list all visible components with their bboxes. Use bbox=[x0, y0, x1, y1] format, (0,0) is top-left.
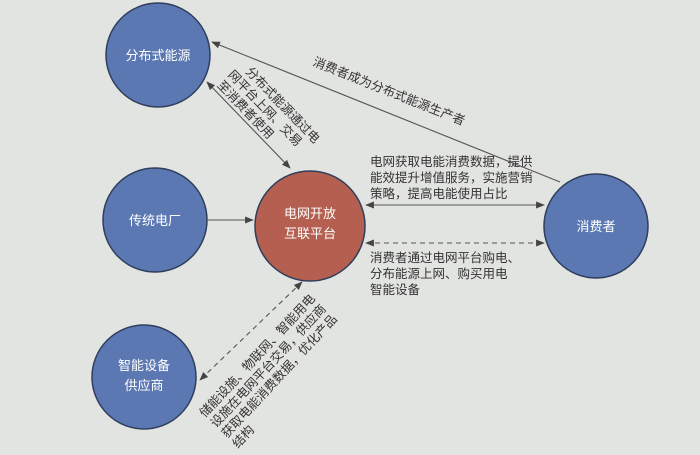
node-distributed-energy: 分布式能源 bbox=[105, 2, 211, 108]
annotation-line: 策略，提高电能使用占比 bbox=[370, 186, 508, 201]
edge-platform-supplier bbox=[199, 281, 303, 381]
node-smart-device-supplier: 智能设备 供应商 bbox=[91, 324, 197, 430]
annotation-line: 分布能源上网、购买用电 bbox=[370, 266, 508, 281]
annotation-line: 设施在电网平台交易，供应商 bbox=[207, 301, 329, 430]
node-label: 分布式能源 bbox=[125, 49, 190, 64]
node-label: 智能设备 bbox=[118, 358, 170, 374]
node-label: 电网开放 bbox=[284, 207, 336, 222]
node-label: 互联平台 bbox=[284, 227, 336, 242]
node-consumer: 消费者 bbox=[543, 173, 649, 279]
label-platform-supplier: 储能设施、物联网、智能用电 设施在电网平台交易，供应商 获取电能消费数据，优化产… bbox=[196, 291, 340, 451]
annotation-line: 电网获取电能消费数据，提供 bbox=[370, 154, 533, 169]
node-platform: 电网开放 互联平台 bbox=[254, 170, 366, 282]
node-label: 供应商 bbox=[124, 378, 163, 394]
node-label: 消费者 bbox=[576, 220, 615, 235]
node-traditional-plant: 传统电厂 bbox=[102, 167, 208, 273]
label-platform-consumer-dashed: 消费者通过电网平台购电、 分布能源上网、购买用电 智能设备 bbox=[370, 250, 520, 297]
annotation-line: 智能设备 bbox=[370, 282, 421, 297]
annotation-line: 消费者通过电网平台购电、 bbox=[370, 250, 520, 265]
edge-consumer-to-distributed bbox=[211, 41, 561, 183]
edge-distributed-platform bbox=[206, 81, 291, 169]
node-label: 传统电厂 bbox=[129, 214, 181, 229]
annotation-line: 能效提升增值服务，实施营销 bbox=[370, 170, 533, 185]
label-platform-consumer-solid: 电网获取电能消费数据，提供 能效提升增值服务，实施营销 策略，提高电能使用占比 bbox=[370, 154, 533, 201]
label-distributed-platform: 分布式能源通过电 网平台上网、交易 至消费者使用 bbox=[214, 64, 323, 150]
